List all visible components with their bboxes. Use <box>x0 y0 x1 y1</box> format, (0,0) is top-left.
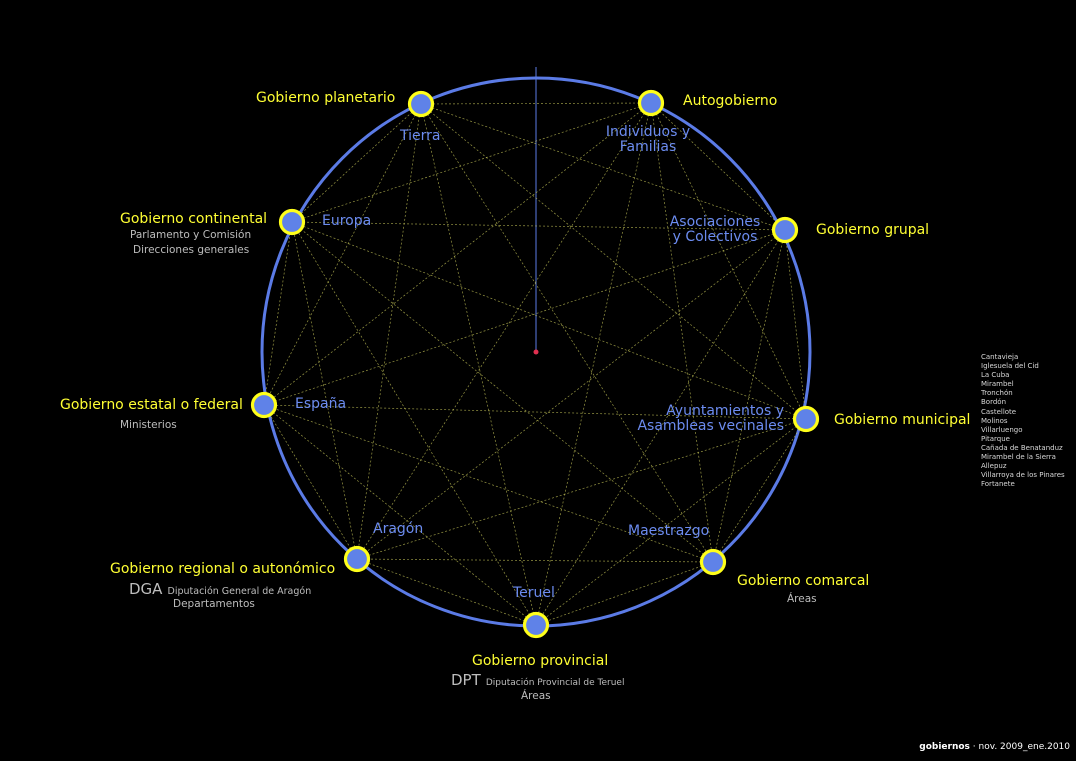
connector-auto-continental <box>291 102 652 223</box>
connector-planetario-municipal <box>420 103 807 420</box>
place-label-europa: Europa <box>322 213 372 229</box>
sub-label-continental-2: Direcciones generales <box>133 244 250 256</box>
connector-planetario-grupal <box>420 103 786 231</box>
connector-comarcal-provincial <box>535 561 714 626</box>
connector-grupal-comarcal <box>712 229 786 563</box>
connector-auto-regional <box>356 102 652 560</box>
node-regional <box>343 545 371 573</box>
municipios-list: Cantavieja Iglesuela del Cid La Cuba Mir… <box>981 353 1065 489</box>
gov-label-regional: Gobierno regional o autonómico <box>110 561 336 577</box>
place-label-maestrazgo: Maestrazgo <box>628 523 710 539</box>
connector-auto-municipal <box>650 102 807 420</box>
municipio-item: Cañada de Benatanduz <box>981 443 1063 452</box>
connector-estatal-continental <box>263 221 293 406</box>
connector-planetario-continental <box>291 103 422 223</box>
municipio-item: Pitarque <box>981 434 1010 443</box>
municipio-item: Allepuz <box>981 462 1007 471</box>
place-line: Familias <box>619 139 677 155</box>
municipio-item: Castellote <box>981 407 1017 416</box>
connector-auto-grupal <box>650 102 786 231</box>
municipio-item: Mirambel <box>981 380 1014 389</box>
connector-regional-continental <box>291 221 358 560</box>
connector-comarcal-regional <box>356 558 714 563</box>
node-municipal <box>792 405 820 433</box>
place-label-asociaciones: Asociaciones y Colectivos <box>660 215 770 245</box>
connector-regional-estatal <box>263 404 358 560</box>
connector-provincial-regional <box>356 558 537 626</box>
municipio-item: La Cuba <box>981 371 1010 380</box>
gov-label-planetario: Gobierno planetario <box>256 90 396 106</box>
place-line: Asociaciones <box>669 214 761 230</box>
gov-label-auto: Autogobierno <box>683 93 778 109</box>
connector-provincial-continental <box>291 221 537 626</box>
connector-planetario-regional <box>356 103 422 560</box>
footer-date: · nov. 2009_ene.2010 <box>969 742 1070 752</box>
place-label-aragon: Aragón <box>373 521 424 537</box>
sub-label-provincial-abbr: DPT Diputación Provincial de Teruel <box>451 670 624 689</box>
connector-auto-estatal <box>263 102 652 406</box>
node-continental <box>278 208 306 236</box>
center-point <box>533 349 539 355</box>
place-label-ayuntamientos: Ayuntamientos y Asambleas vecinales <box>634 404 784 434</box>
node-planetario <box>407 90 435 118</box>
gov-label-municipal: Gobierno municipal <box>834 412 971 428</box>
node-provincial <box>522 611 550 639</box>
municipio-item: Villarroya de los Pinares <box>981 471 1065 480</box>
connector-comarcal-estatal <box>263 404 714 563</box>
node-grupal <box>771 216 799 244</box>
connector-municipal-continental <box>291 221 807 420</box>
abbr-dga: DGA <box>129 580 163 598</box>
sub-label-regional-abbr: DGA Diputación General de Aragón <box>129 579 311 598</box>
abbr-dpt-full: Diputación Provincial de Teruel <box>485 678 625 688</box>
footer-title: gobiernos <box>919 742 970 752</box>
abbr-dpt: DPT <box>451 671 481 689</box>
municipio-item: Cantavieja <box>981 353 1019 361</box>
municipio-item: Molinos <box>981 416 1008 425</box>
municipio-item: Bordón <box>981 398 1007 407</box>
connector-auto-comarcal <box>650 102 714 563</box>
gov-label-estatal: Gobierno estatal o federal <box>60 397 243 413</box>
node-estatal <box>250 391 278 419</box>
connector-planetario-estatal <box>263 103 422 406</box>
node-comarcal <box>699 548 727 576</box>
municipio-item: Iglesuela del Cid <box>981 362 1039 371</box>
abbr-dga-full: Diputación General de Aragón <box>167 586 312 597</box>
footer-credit: gobiernos · nov. 2009_ene.2010 <box>919 742 1070 752</box>
place-line: y Colectivos <box>672 229 758 245</box>
connector-grupal-provincial <box>535 229 786 626</box>
connector-grupal-municipal <box>784 229 807 420</box>
connector-comarcal-continental <box>291 221 714 563</box>
connector-municipal-comarcal <box>712 418 807 563</box>
connector-planetario-comarcal <box>420 103 714 563</box>
node-auto <box>637 89 665 117</box>
sub-label-estatal: Ministerios <box>120 419 177 431</box>
sub-label-provincial: Áreas <box>521 690 551 702</box>
connector-planetario-provincial <box>420 103 537 626</box>
connector-auto-provincial <box>535 102 652 626</box>
gov-label-continental: Gobierno continental <box>120 211 268 227</box>
municipio-item: Tronchón <box>981 389 1013 398</box>
gov-label-comarcal: Gobierno comarcal <box>737 573 870 589</box>
node-layer <box>250 89 820 639</box>
connector-grupal-regional <box>356 229 786 560</box>
municipio-item: Fortanete <box>981 480 1015 489</box>
municipio-item: Mirambel de la Sierra <box>981 453 1056 462</box>
place-line: Individuos y <box>605 124 691 140</box>
place-line: Asambleas vecinales <box>637 418 784 434</box>
place-label-espana: España <box>295 396 347 412</box>
gov-label-provincial: Gobierno provincial <box>472 653 609 669</box>
connector-municipal-provincial <box>535 418 807 626</box>
gov-label-grupal: Gobierno grupal <box>816 222 930 238</box>
sub-label-regional: Departamentos <box>173 598 255 610</box>
place-line: Ayuntamientos y <box>666 403 784 419</box>
place-label-teruel: Teruel <box>513 585 555 601</box>
sub-label-continental-1: Parlamento y Comisión <box>130 229 252 241</box>
connector-grupal-estatal <box>263 229 786 406</box>
sub-label-comarcal: Áreas <box>787 593 817 605</box>
municipio-item: Villarluengo <box>981 425 1023 434</box>
place-label-individuos: Individuos y Familias <box>598 125 698 155</box>
place-label-tierra: Tierra <box>400 128 441 144</box>
connector-lines <box>263 102 807 626</box>
